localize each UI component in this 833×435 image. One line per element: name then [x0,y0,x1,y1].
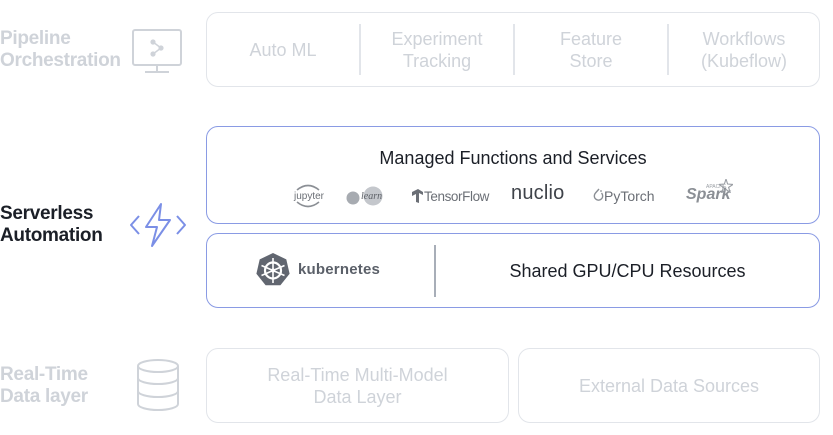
shared-resources-title: Shared GPU/CPU Resources [509,261,746,281]
data-label-line1: Real-Time [0,364,88,385]
framework-logos-row: jupyter learn TensorFlow nuclio PyTorch [207,179,819,212]
real-time-multi-model-box: Real-Time Multi-Model Data Layer [206,348,509,423]
monitor-pipeline-icon [131,28,185,76]
auto-ml-cell[interactable]: Auto ML [249,39,317,60]
pytorch-logo: PyTorch [593,186,655,206]
serverless-label-line1: Serverless [0,203,94,224]
external-data-sources-box: External Data Sources [518,348,820,423]
managed-functions-title: Managed Functions and Services [379,148,647,168]
real-time-data-layer-label: Real-Time Data layer [0,364,88,408]
jupyter-logo: jupyter [293,182,324,210]
serverless-automation-label: Serverless Automation [0,203,103,247]
lightning-bolt-icon [128,200,188,250]
scikit-learn-logo: learn [346,186,388,208]
experiment-tracking-cell[interactable]: Experiment Tracking [391,28,483,71]
divider [434,245,436,297]
pipeline-label-line2: Orchestration [0,50,121,71]
pipeline-components-box: Auto ML Experiment Tracking Feature Stor… [206,12,820,87]
feature-store-cell[interactable]: Feature Store [559,28,623,71]
tensorflow-logo: TensorFlow [411,186,489,207]
kubernetes-wheel-icon [256,253,290,286]
pipeline-orchestration-label: Pipeline Orchestration [0,28,121,72]
managed-functions-box: Managed Functions and Services jupyter l… [206,126,820,224]
pipeline-label-line1: Pipeline [0,28,71,49]
kubernetes-wordmark: kubernetes [298,261,381,278]
resources-box: kubernetes Shared GPU/CPU Resources [206,233,820,308]
divider [359,24,361,75]
real-time-multi-model-cell[interactable]: Real-Time Multi-Model Data Layer [267,364,448,407]
nuclio-logo: nuclio [511,182,565,204]
external-data-sources-cell[interactable]: External Data Sources [578,375,760,396]
divider [667,24,669,75]
apache-spark-logo: APACHE Spark [686,179,736,209]
database-icon [134,358,182,414]
data-label-line2: Data layer [0,386,88,407]
kubernetes-logo: kubernetes [255,252,395,290]
serverless-label-line2: Automation [0,225,103,246]
workflows-kubeflow-cell[interactable]: Workflows (Kubeflow) [700,28,788,71]
divider [513,24,515,75]
